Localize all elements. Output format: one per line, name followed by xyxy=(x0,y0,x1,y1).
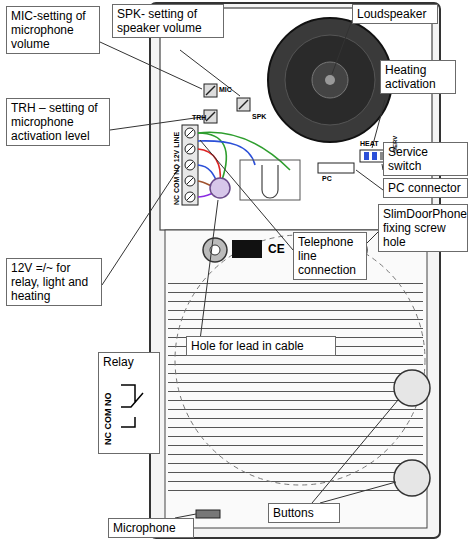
callout-text: SPK- setting of speaker volume xyxy=(117,7,219,35)
callout-text: MIC-setting of microphone volume xyxy=(11,9,95,51)
terminal-block xyxy=(182,125,198,205)
callout-box: Telephone line connection xyxy=(293,232,367,280)
callout-box: TRH – setting of microphone activation l… xyxy=(6,98,110,146)
button xyxy=(394,460,430,496)
callout-text: Service switch xyxy=(388,145,463,173)
terminal-names: NC COM NO xyxy=(101,393,115,446)
loudspeaker xyxy=(268,18,392,142)
part-marking: TRH xyxy=(192,114,206,122)
callout-box: Microphone xyxy=(108,518,194,538)
pc-connector xyxy=(318,163,354,173)
callout-box: MIC-setting of microphone volume xyxy=(6,6,100,54)
button xyxy=(394,370,430,406)
callout-box: SPK- setting of speaker volume xyxy=(112,4,224,38)
callout-box: Relay NC COM NO xyxy=(98,352,160,454)
callout-text: Hole for lead in cable xyxy=(191,339,331,353)
part-marking: CE xyxy=(268,243,285,256)
callout-text: 12V =/~ for relay, light and heating xyxy=(11,261,97,303)
callout-text: SlimDoorPhone fixing screw hole xyxy=(383,207,463,249)
callout-text: Loudspeaker xyxy=(357,7,433,21)
wires xyxy=(198,132,290,197)
display-bar xyxy=(232,240,262,258)
part-marking: SPK xyxy=(252,113,266,121)
callout-box: PC connector xyxy=(383,178,468,198)
microphone-hole xyxy=(196,510,220,518)
part-marking: NC COM NO 12V LINE xyxy=(173,132,181,205)
callout-box: Heating activation xyxy=(380,60,456,94)
part-marking: SERV xyxy=(392,136,399,152)
cable-hole xyxy=(210,178,230,198)
part-marking: MIC xyxy=(219,86,232,94)
telephone-board xyxy=(240,160,300,200)
front-face xyxy=(165,230,427,528)
callout-text: PC connector xyxy=(388,181,463,195)
relay-symbol xyxy=(117,377,157,437)
callout-box: Loudspeaker xyxy=(352,4,438,24)
callout-text: Buttons xyxy=(273,506,335,520)
callout-text: Heating activation xyxy=(385,63,451,91)
callout-text: Microphone xyxy=(113,521,189,535)
callout-box: Buttons xyxy=(268,503,340,523)
callout-box: Hole for lead in cable xyxy=(186,336,336,356)
speaker-grille xyxy=(168,280,423,495)
callout-box: SlimDoorPhone fixing screw hole xyxy=(378,204,468,252)
grille-outline xyxy=(175,235,425,485)
callout-text: TRH – setting of microphone activation l… xyxy=(11,101,105,143)
screw-hole xyxy=(203,238,227,262)
callout-box: 12V =/~ for relay, light and heating xyxy=(6,258,102,306)
callout-text: Relay xyxy=(103,355,155,369)
callout-text: Telephone line connection xyxy=(298,235,362,277)
part-marking: PC xyxy=(322,175,332,183)
potentiometers xyxy=(204,84,250,123)
part-marking: HEAT xyxy=(360,140,379,148)
